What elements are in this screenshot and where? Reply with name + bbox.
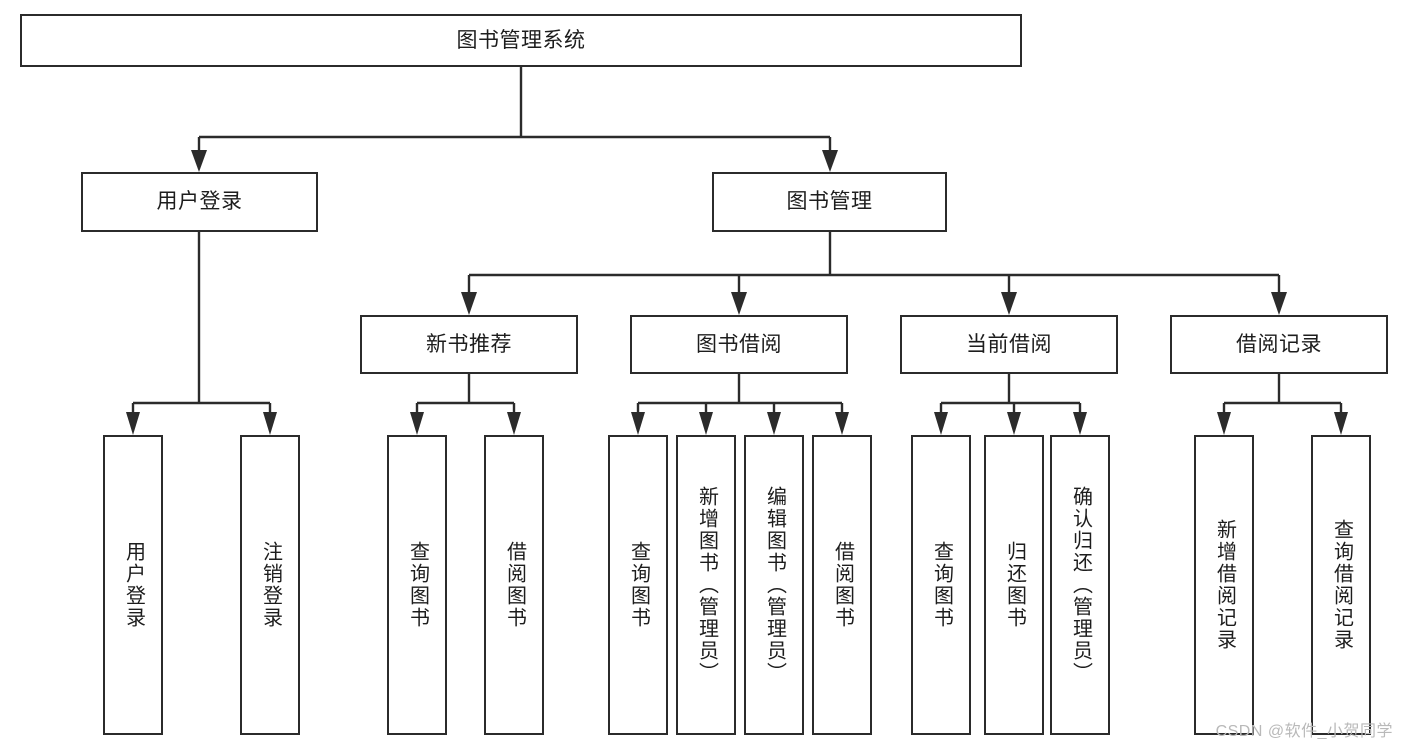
arrow-head-leaf-logout (263, 412, 277, 435)
arrow-head-book-borrow (731, 292, 747, 315)
arrow-head-leaf-add-record (1217, 412, 1231, 435)
arrow-head-leaf-query-book-borrow (631, 412, 645, 435)
node-leaf-confirm-return-label: 确认归还（管理员） (1069, 486, 1092, 684)
node-leaf-confirm-return[interactable]: 确认归还（管理员） (1050, 435, 1110, 735)
watermark-csdn: CSDN @软件_小贺同学 (1215, 723, 1393, 740)
arrow-head-leaf-query-book-rec (410, 412, 424, 435)
node-leaf-add-borrow-record-label: 新增借阅记录 (1213, 519, 1236, 651)
arrow-head-leaf-borrow-book (835, 412, 849, 435)
node-user-login[interactable]: 用户登录 (81, 172, 318, 232)
node-borrow-record-label: 借阅记录 (1236, 332, 1322, 356)
node-leaf-borrow-book-label: 借阅图书 (831, 541, 854, 629)
node-leaf-query-book-current[interactable]: 查询图书 (911, 435, 971, 735)
node-leaf-add-book-label: 新增图书（管理员） (695, 486, 718, 684)
arrow-head-leaf-confirm-return (1073, 412, 1087, 435)
node-leaf-query-book-recommend-label: 查询图书 (406, 541, 429, 629)
arrow-head-leaf-return-book (1007, 412, 1021, 435)
node-book-management-label: 图书管理 (786, 190, 873, 214)
node-user-login-label: 用户登录 (156, 190, 243, 214)
node-leaf-borrow-book-recommend[interactable]: 借阅图书 (484, 435, 544, 735)
arrow-head-current-borrow (1001, 292, 1017, 315)
node-root-system[interactable]: 图书管理系统 (20, 14, 1022, 67)
node-leaf-add-book[interactable]: 新增图书（管理员） (676, 435, 736, 735)
node-leaf-query-book-recommend[interactable]: 查询图书 (387, 435, 447, 735)
node-current-borrow-label: 当前借阅 (966, 332, 1052, 356)
arrow-head-borrow-record (1271, 292, 1287, 315)
node-leaf-query-book-borrow[interactable]: 查询图书 (608, 435, 668, 735)
arrow-head-leaf-borrow-book-rec (507, 412, 521, 435)
arrow-head-leaf-query-record (1334, 412, 1348, 435)
node-leaf-borrow-book-recommend-label: 借阅图书 (503, 541, 526, 629)
arrow-head-leaf-user-login (126, 412, 140, 435)
node-leaf-user-login[interactable]: 用户登录 (103, 435, 163, 735)
arrow-head-leaf-query-book-cur (934, 412, 948, 435)
node-current-borrow[interactable]: 当前借阅 (900, 315, 1118, 374)
arrow-head-user-login (191, 150, 207, 172)
node-new-book-recommend-label: 新书推荐 (426, 332, 512, 356)
node-leaf-edit-book[interactable]: 编辑图书（管理员） (744, 435, 804, 735)
node-leaf-edit-book-label: 编辑图书（管理员） (763, 486, 786, 684)
node-leaf-query-borrow-record-label: 查询借阅记录 (1330, 519, 1353, 651)
node-leaf-return-book[interactable]: 归还图书 (984, 435, 1044, 735)
node-leaf-query-book-borrow-label: 查询图书 (627, 541, 650, 629)
node-leaf-query-borrow-record[interactable]: 查询借阅记录 (1311, 435, 1371, 735)
node-leaf-user-login-label: 用户登录 (122, 541, 145, 629)
node-leaf-return-book-label: 归还图书 (1003, 541, 1026, 629)
arrow-head-leaf-add-book (699, 412, 713, 435)
node-new-book-recommend[interactable]: 新书推荐 (360, 315, 578, 374)
node-borrow-record[interactable]: 借阅记录 (1170, 315, 1388, 374)
node-book-borrow[interactable]: 图书借阅 (630, 315, 848, 374)
arrow-head-new-book-recommend (461, 292, 477, 315)
node-book-borrow-label: 图书借阅 (696, 332, 782, 356)
node-leaf-add-borrow-record[interactable]: 新增借阅记录 (1194, 435, 1254, 735)
arrow-head-leaf-edit-book (767, 412, 781, 435)
node-leaf-borrow-book[interactable]: 借阅图书 (812, 435, 872, 735)
node-root-label: 图书管理系统 (456, 28, 586, 52)
node-book-management[interactable]: 图书管理 (712, 172, 947, 232)
node-leaf-logout-label: 注销登录 (259, 541, 282, 629)
node-leaf-query-book-current-label: 查询图书 (930, 541, 953, 629)
arrow-head-book-management (822, 150, 838, 172)
node-leaf-logout[interactable]: 注销登录 (240, 435, 300, 735)
